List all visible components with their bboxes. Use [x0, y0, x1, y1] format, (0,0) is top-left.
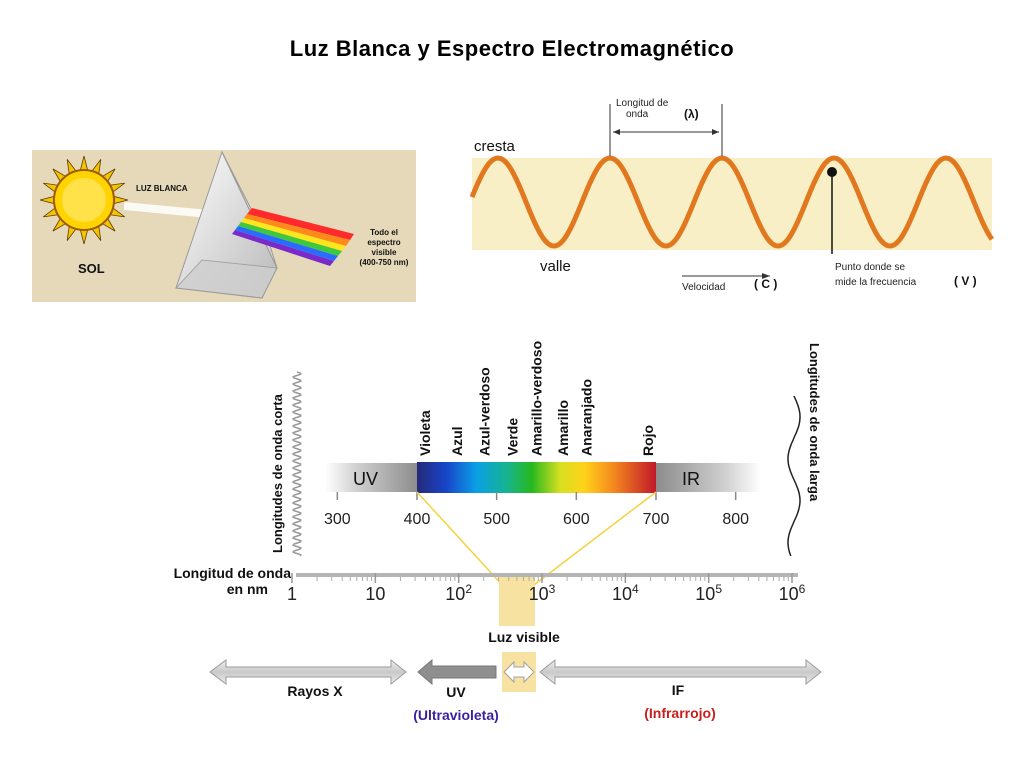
log-axis-label-line2: en nm [227, 581, 268, 597]
log-axis-label-line1: Longitud de onda [174, 565, 292, 581]
color-name-label: Violeta [417, 410, 433, 456]
ir-full-label: (Infrarrojo) [644, 705, 716, 721]
frequency-label-line1: Punto donde se [835, 262, 905, 273]
log-axis [296, 573, 798, 581]
short-wave-label: Longitudes de onda corta [270, 393, 285, 553]
wave-panel: Longitud de onda (λ) cresta valle Veloci… [470, 98, 994, 293]
svg-text:Todo el: Todo el [370, 228, 398, 237]
log-tick-label: 105 [695, 582, 722, 604]
wavelength-symbol: (λ) [684, 107, 699, 121]
visible-light-label: Luz visible [488, 629, 560, 645]
nm-tick-label: 600 [563, 511, 590, 528]
velocity-label: Velocidad [682, 282, 725, 293]
short-wave-squiggle [291, 371, 303, 557]
log-tick-exponent: 5 [715, 582, 722, 596]
white-light-label: LUZ BLANCA [136, 184, 188, 193]
xray-band [209, 658, 407, 686]
long-wave-squiggle [787, 395, 801, 557]
visible-highlight [499, 573, 535, 626]
uv-full-label: (Ultravioleta) [413, 707, 499, 723]
crest-label: cresta [474, 138, 516, 155]
wave-background [472, 158, 992, 250]
log-tick-label: 104 [612, 582, 639, 604]
xray-label: Rayos X [287, 683, 343, 699]
nm-tick-label: 500 [483, 511, 510, 528]
uv-band [417, 658, 497, 686]
color-name-label: Amarillo [555, 400, 571, 456]
color-name-label: Azul-verdoso [477, 367, 493, 456]
nm-tick-label: 300 [324, 511, 351, 528]
projection-line-left [416, 491, 506, 589]
ir-band-label: IF [672, 682, 685, 698]
long-wave-label: Longitudes de onda larga [807, 343, 822, 502]
projection-line-right [529, 491, 657, 589]
log-tick-exponent: 4 [632, 582, 639, 596]
page-title: Luz Blanca y Espectro Electromagnético [289, 36, 735, 61]
wavelength-label-line2: onda [626, 109, 649, 120]
sun-label: SOL [78, 261, 105, 276]
svg-text:visible: visible [372, 248, 397, 257]
nm-tick-label: 800 [722, 511, 749, 528]
dispersed-spectrum [232, 208, 354, 266]
log-tick-label: 102 [445, 582, 472, 604]
uv-region [325, 463, 418, 492]
ir-band [539, 658, 822, 686]
log-tick-label: 106 [779, 582, 806, 604]
nm-tick-label: 400 [404, 511, 431, 528]
nm-tick-label: 700 [643, 511, 670, 528]
uv-band-label: UV [446, 684, 466, 700]
spectrum-note: Todo el espectro visible (400-750 nm) [360, 228, 409, 267]
color-name-label: Verde [505, 418, 521, 456]
log-tick-exponent: 6 [799, 582, 806, 596]
log-axis-line [296, 573, 798, 577]
color-name-label: Amarillo-verdoso [529, 341, 545, 456]
log-tick-label: 103 [529, 582, 556, 604]
log-tick-label: 10 [365, 584, 385, 604]
arrow-head-right [712, 129, 719, 135]
log-tick-exponent: 2 [465, 582, 472, 596]
ir-bar-label: IR [682, 469, 700, 489]
color-name-label: Anaranjado [579, 379, 595, 456]
velocity-symbol: ( C ) [754, 277, 777, 291]
arrow-head-left [613, 129, 620, 135]
log-tick-exponent: 3 [549, 582, 556, 596]
color-name-label: Azul [449, 426, 465, 456]
svg-text:(400-750 nm): (400-750 nm) [360, 258, 409, 267]
log-tick-label: 1 [287, 584, 297, 604]
frequency-label-line2: mide la frecuencia [835, 277, 917, 288]
trough-label: valle [540, 258, 571, 275]
sine-wave [470, 155, 994, 249]
prism-panel: SOL LUZ BLANCA Todo el espectro visible … [32, 150, 416, 302]
spectrum-diagram: Longitudes de onda corta Longitudes de o… [174, 341, 822, 723]
uv-bar-label: UV [353, 469, 378, 489]
visible-band [417, 462, 656, 493]
frequency-point [827, 167, 837, 177]
sun-icon [39, 155, 129, 245]
frequency-symbol: ( V ) [954, 274, 977, 288]
velocity-arrow-head [762, 273, 770, 279]
svg-text:espectro: espectro [367, 238, 400, 247]
visible-arrow-icon [503, 660, 535, 684]
wavelength-label-line1: Longitud de [616, 98, 669, 109]
color-name-label: Rojo [640, 425, 656, 456]
ir-region [656, 463, 761, 492]
